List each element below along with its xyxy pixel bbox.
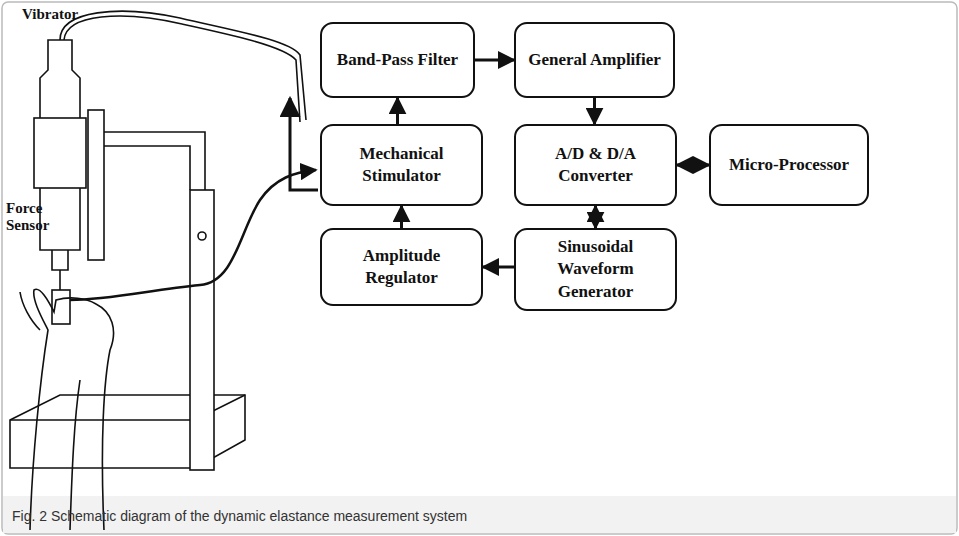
caption-band <box>3 496 956 533</box>
box-label: A/D & D/A Converter <box>516 143 675 187</box>
process-box: Mechanical Stimulator <box>320 124 483 206</box>
box-label: Mechanical Stimulator <box>322 143 481 187</box>
process-box: Band-Pass Filter <box>320 22 475 98</box>
sensor-cable <box>70 170 316 300</box>
signal-arrow <box>400 206 403 228</box>
box-label: Band-Pass Filter <box>329 49 466 71</box>
box-label: Micro-Processor <box>721 154 857 176</box>
process-box: General Amplifier <box>514 22 675 98</box>
box-label: Amplitude Regulator <box>322 245 481 289</box>
signal-arrow <box>593 98 596 124</box>
signal-arrow <box>396 98 399 124</box>
process-box: A/D & D/A Converter <box>514 124 677 206</box>
process-box: Amplitude Regulator <box>320 228 483 306</box>
process-box: Sinusoidal Waveform Generator <box>514 228 677 311</box>
signal-arrow <box>475 59 514 62</box>
part-label: Vibrator <box>22 6 142 23</box>
vibrator-stand <box>10 11 306 530</box>
signal-arrow <box>483 266 514 269</box>
figure-caption: Fig. 2 Schematic diagram of the dynamic … <box>12 508 467 524</box>
signal-arrow <box>594 206 597 228</box>
signal-arrow <box>677 164 709 167</box>
process-box: Micro-Processor <box>709 124 869 206</box>
signal-wire <box>290 98 318 190</box>
part-label: Force Sensor <box>6 200 58 235</box>
box-label: General Amplifier <box>520 49 669 71</box>
box-label: Sinusoidal Waveform Generator <box>516 236 675 302</box>
